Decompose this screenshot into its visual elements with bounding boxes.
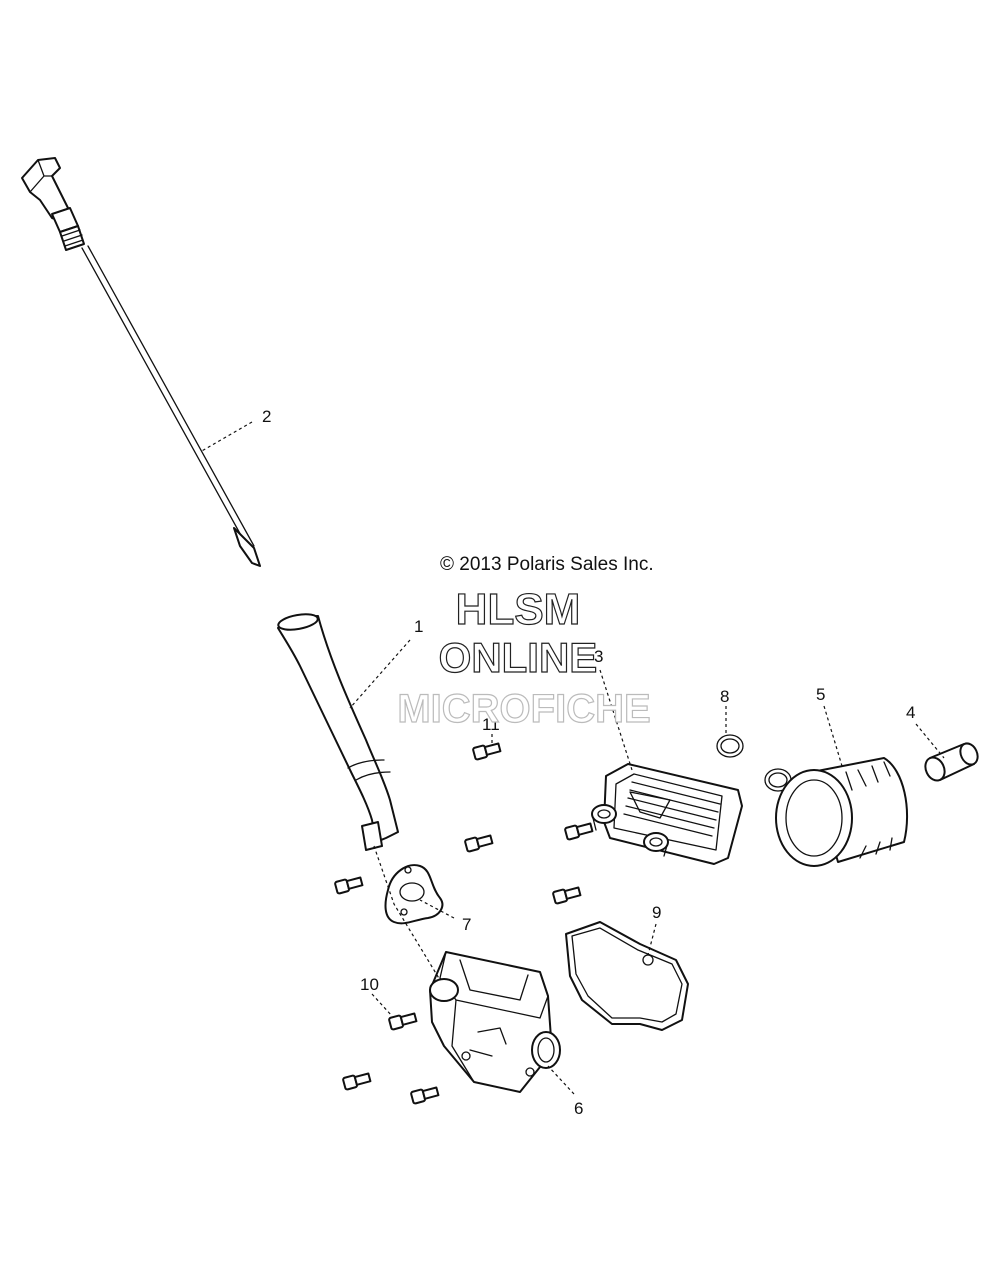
watermark-line-1: HLSM	[456, 585, 581, 634]
callout-10: 10	[360, 975, 379, 994]
bolt-10	[388, 1012, 418, 1031]
callout-8: 8	[720, 687, 729, 706]
callout-9: 9	[652, 903, 661, 922]
bolt-group	[334, 742, 594, 1105]
callout-5: 5	[816, 685, 825, 704]
dipstick	[21, 157, 261, 567]
cover-gasket	[565, 921, 689, 1031]
bolt-11-lower	[464, 834, 494, 853]
tube-gasket	[384, 864, 444, 925]
bolt-left	[334, 876, 364, 895]
callout-labels: 1 2 3 4 5 6 7 8 9 10 11	[262, 407, 915, 1118]
watermark-line-2: ONLINE	[439, 634, 598, 681]
o-ring-small	[716, 734, 744, 758]
callout-3: 3	[594, 647, 603, 666]
watermark-line-3: MICROFICHE	[397, 687, 650, 731]
dipstick-tube	[277, 613, 399, 851]
oil-filter	[764, 757, 908, 867]
watermark: HLSM ONLINE MICROFICHE	[397, 584, 652, 731]
leader-lines	[199, 421, 945, 1095]
alignment-line	[373, 845, 441, 981]
callout-1: 1	[414, 617, 423, 636]
bolt-bottom	[410, 1086, 440, 1105]
bolt-mid	[552, 886, 582, 905]
callout-6: 6	[574, 1099, 583, 1118]
copyright-notice: © 2013 Polaris Sales Inc.	[440, 554, 654, 575]
callout-11: 11	[482, 715, 500, 734]
bolt-cooler	[564, 822, 594, 841]
bolt-bottom-left	[342, 1072, 372, 1091]
callout-4: 4	[906, 703, 915, 722]
callout-7: 7	[462, 915, 471, 934]
oil-cooler	[591, 763, 743, 865]
fitting	[924, 742, 979, 782]
filter-housing	[429, 951, 561, 1093]
bolt-11-upper	[472, 742, 502, 761]
callout-2: 2	[262, 407, 271, 426]
